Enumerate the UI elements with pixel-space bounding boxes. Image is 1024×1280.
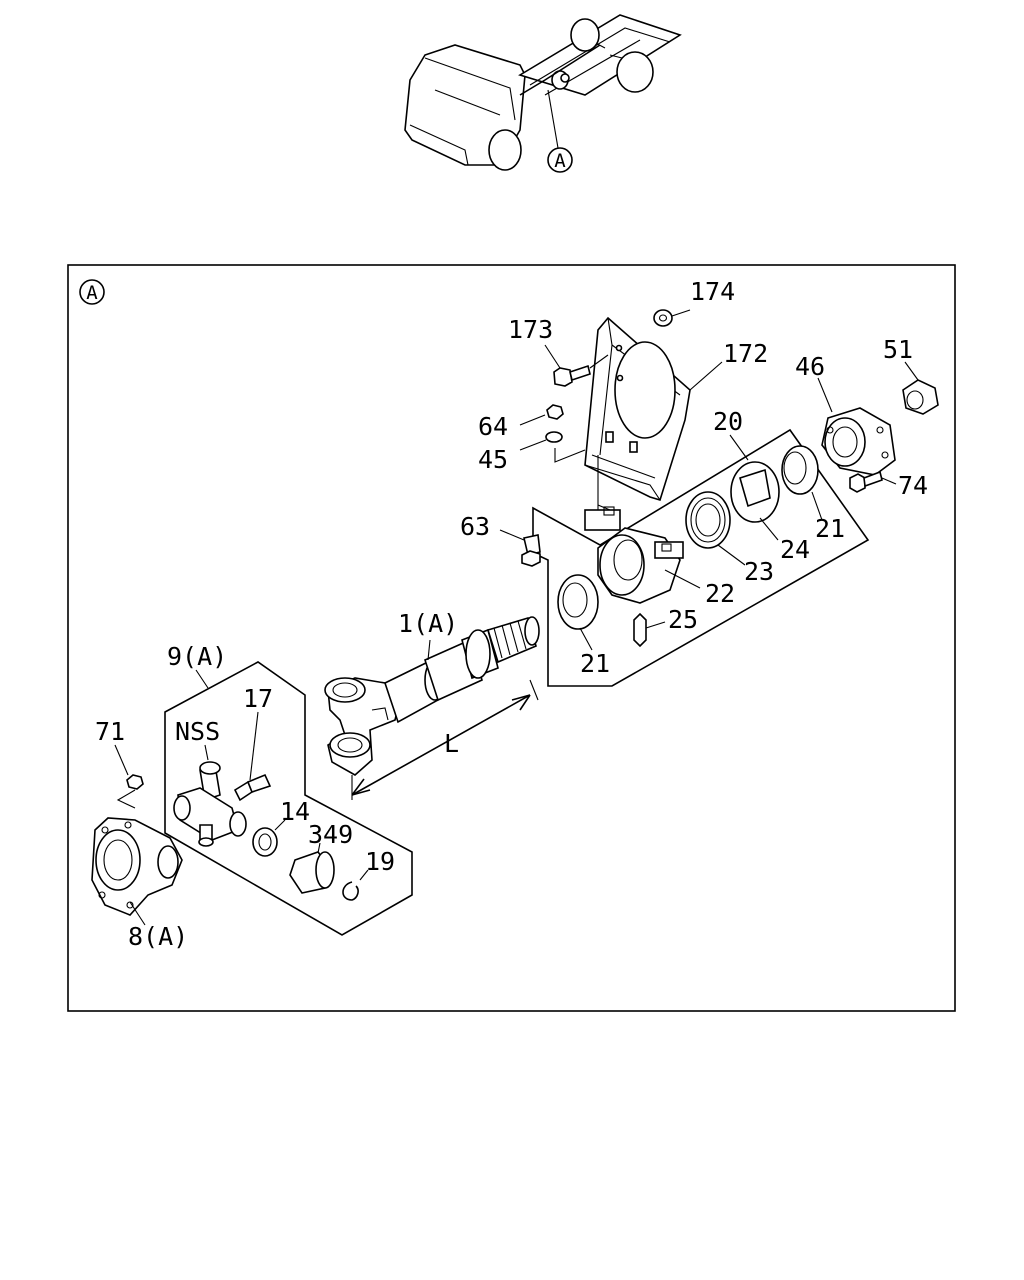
callout-21-upper: 21 [815,514,845,543]
part-nss-spider [173,761,247,847]
overview-marker-circle [547,147,573,173]
callout-71: 71 [95,717,125,746]
part-14-seal [252,827,278,857]
callout-64: 64 [478,412,508,441]
callout-19: 19 [365,847,395,876]
section-marker-circle [79,279,105,305]
part-64-nut [546,404,564,420]
callout-51: 51 [883,335,913,364]
part-174-washer [653,309,673,327]
callout-20: 20 [713,407,743,436]
part-46-flange [821,407,896,476]
part-22-bearing-housing [584,504,684,604]
callout-17: 17 [243,684,273,713]
dimension-l [351,679,539,800]
part-45-washer [545,431,563,443]
callout-23: 23 [744,557,774,586]
callout-9a: 9(A) [167,642,227,671]
callout-45: 45 [478,445,508,474]
part-25-grease-nipple [633,612,666,648]
callout-1a: 1(A) [398,609,458,638]
part-173-bolt [553,364,591,387]
part-24-cushion [730,461,780,523]
part-21-seal-lower [557,574,599,630]
overview-marker-label: A [554,150,566,172]
callout-21-lower: 21 [580,649,610,678]
part-21-seal-upper [781,445,819,495]
callout-63: 63 [460,512,490,541]
callout-25: 25 [668,605,698,634]
part-71-nut [126,774,144,790]
callout-46: 46 [795,352,825,381]
callout-173: 173 [508,315,553,344]
callout-22: 22 [705,579,735,608]
part-74-bolt [849,470,883,493]
part-8-flange-yoke [91,817,183,916]
part-1-shaft [324,616,540,776]
callout-172: 172 [723,339,768,368]
part-19-snap-ring [342,881,359,901]
truck-overview: A [404,14,682,173]
part-349-cup [289,851,335,894]
section-marker-label: A [86,282,98,304]
section-a-frame [67,264,956,1012]
callout-nss: NSS [175,717,220,746]
callout-14: 14 [280,797,310,826]
part-51-nut [902,379,939,415]
part-63-bolt [521,534,541,567]
callout-74: 74 [898,471,928,500]
part-17-grease-fitting [233,773,272,802]
callout-8a: 8(A) [128,922,188,951]
group-9-outline [164,661,413,936]
dimension-l-label: L [444,729,459,758]
part-172-bracket [584,316,691,501]
part-23-bearing [685,491,731,549]
callout-349: 349 [308,820,353,849]
callout-24: 24 [780,535,810,564]
callout-174: 174 [690,277,735,306]
